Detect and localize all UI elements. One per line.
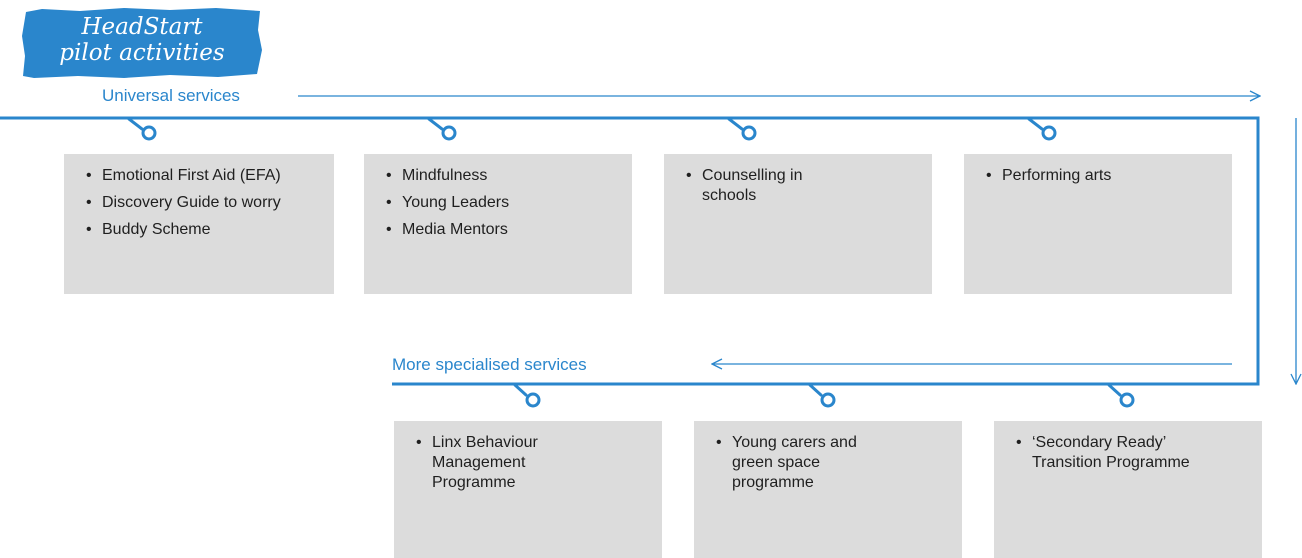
list-item: Counselling in schools	[684, 166, 852, 206]
item-list: Young carers and green space programme	[714, 433, 948, 493]
universal-box-4: Performing arts	[964, 154, 1232, 294]
main-flow-line	[0, 116, 1260, 386]
item-list: Linx Behaviour Management Programme	[414, 433, 648, 493]
item-list: Emotional First Aid (EFA) Discovery Guid…	[84, 166, 320, 240]
connector-pin	[427, 117, 457, 141]
specialised-box-2: Young carers and green space programme	[694, 421, 962, 558]
universal-box-2: Mindfulness Young Leaders Media Mentors	[364, 154, 632, 294]
item-list: Mindfulness Young Leaders Media Mentors	[384, 166, 618, 240]
list-item: Young Leaders	[384, 193, 618, 213]
connector-pin	[1027, 117, 1057, 141]
universal-box-3: Counselling in schools	[664, 154, 932, 294]
item-list: Counselling in schools	[684, 166, 918, 206]
connector-pin	[1107, 383, 1135, 408]
specialised-services-label: More specialised services	[392, 355, 595, 375]
specialised-box-3: ‘Secondary Ready’ Transition Programme	[994, 421, 1262, 558]
list-item: Media Mentors	[384, 220, 618, 240]
logo-title-line-2: pilot activities	[59, 40, 225, 66]
logo-title-line-1: HeadStart	[81, 14, 203, 40]
list-item: ‘Secondary Ready’ Transition Programme	[1014, 433, 1207, 473]
specialised-box-1: Linx Behaviour Management Programme	[394, 421, 662, 558]
list-item: Emotional First Aid (EFA)	[84, 166, 320, 186]
connector-pin	[127, 117, 157, 141]
list-item: Performing arts	[984, 166, 1218, 186]
universal-services-label: Universal services	[102, 86, 248, 106]
list-item: Discovery Guide to worry	[84, 193, 320, 213]
list-item: Linx Behaviour Management Programme	[414, 433, 592, 493]
headstart-logo: HeadStart pilot activities	[20, 6, 264, 80]
list-item: Mindfulness	[384, 166, 618, 186]
connector-pin	[513, 383, 541, 408]
logo-brush-background	[22, 8, 262, 78]
list-item: Young carers and green space programme	[714, 433, 902, 493]
universal-box-1: Emotional First Aid (EFA) Discovery Guid…	[64, 154, 334, 294]
connector-pin	[727, 117, 757, 141]
item-list: ‘Secondary Ready’ Transition Programme	[1014, 433, 1248, 473]
connector-pin	[808, 383, 836, 408]
list-item: Buddy Scheme	[84, 220, 320, 240]
item-list: Performing arts	[984, 166, 1218, 186]
